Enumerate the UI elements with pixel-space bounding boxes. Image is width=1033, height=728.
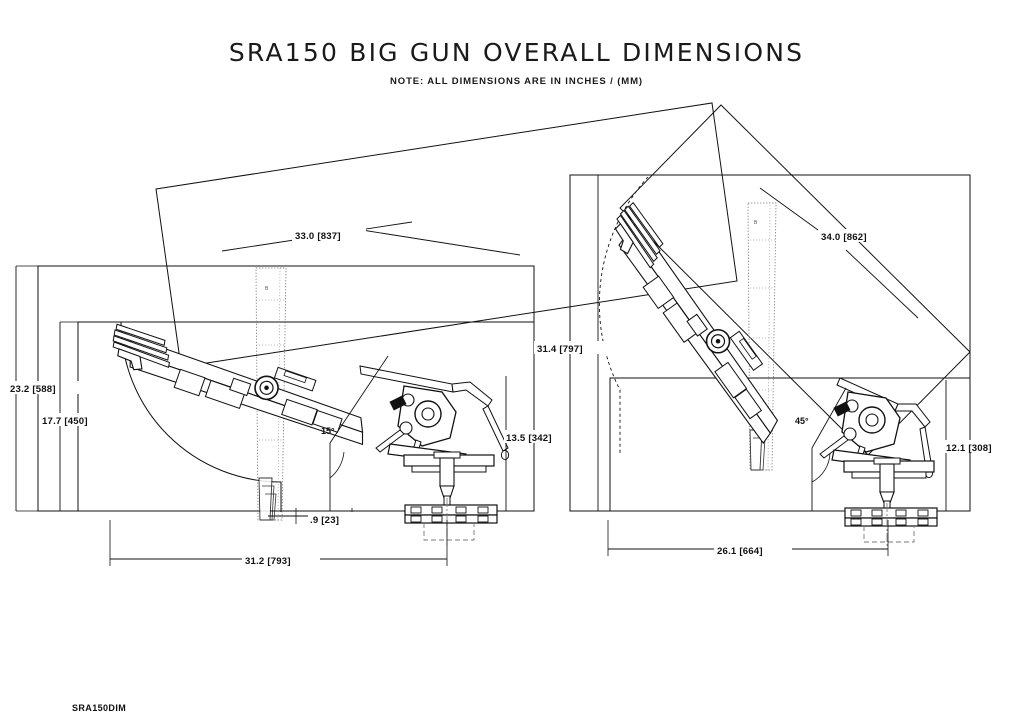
left-angle-label: 15° [321,426,335,436]
svg-text:B: B [265,286,269,292]
dim-label-17-7: 17.7 [450] [42,416,88,427]
drawing-number: SRA150DIM [72,703,127,713]
left-view-group: B [8,102,738,567]
dim-right-rear-offset: 12.1 [308] [944,380,1016,511]
dim-left-barrel-length: 33.0 [837] [221,221,521,256]
right-gun-barrel [576,201,820,444]
dim-left-overall-length: 31.2 [793] [109,520,448,567]
right-angle-indicator: 45° [795,387,847,511]
dim-label-33-0: 33.0 [837] [295,231,341,242]
right-pedestal [843,457,938,547]
right-view-group: B [534,104,1016,557]
dim-left-base-clearance: .9 [23] [268,508,356,526]
dim-label-0-9: .9 [23] [310,515,339,526]
dim-left-rear-offset: 13.5 [342] [504,376,576,511]
dim-label-31-2: 31.2 [793] [245,556,291,567]
dim-label-13-5: 13.5 [342] [506,433,552,444]
dim-label-26-1: 26.1 [664] [717,546,763,557]
left-upper-arm [359,365,510,461]
dim-label-34-0: 34.0 [862] [821,232,867,243]
svg-text:B: B [754,220,758,226]
left-pedestal [403,451,498,545]
dim-label-23-2: 23.2 [588] [10,384,56,395]
dim-right-overall-height: 31.4 [797] [534,174,610,511]
left-barrel-envelope [155,102,738,368]
left-angle-indicator: 15° [321,355,389,511]
dim-right-barrel-length: 34.0 [862] [759,187,919,319]
dim-label-12-1: 12.1 [308] [946,443,992,454]
right-swing-arc [598,176,649,455]
dim-left-inner-height: 17.7 [450] [40,321,116,512]
dim-label-31-4: 31.4 [797] [537,344,583,355]
right-angle-label: 45° [795,416,809,426]
right-inner-bbox [609,377,971,512]
dim-right-overall-length: 26.1 [664] [607,520,889,557]
dim-left-overall-height: 23.2 [588] [8,265,84,512]
left-phantom-riser: B [255,267,287,521]
